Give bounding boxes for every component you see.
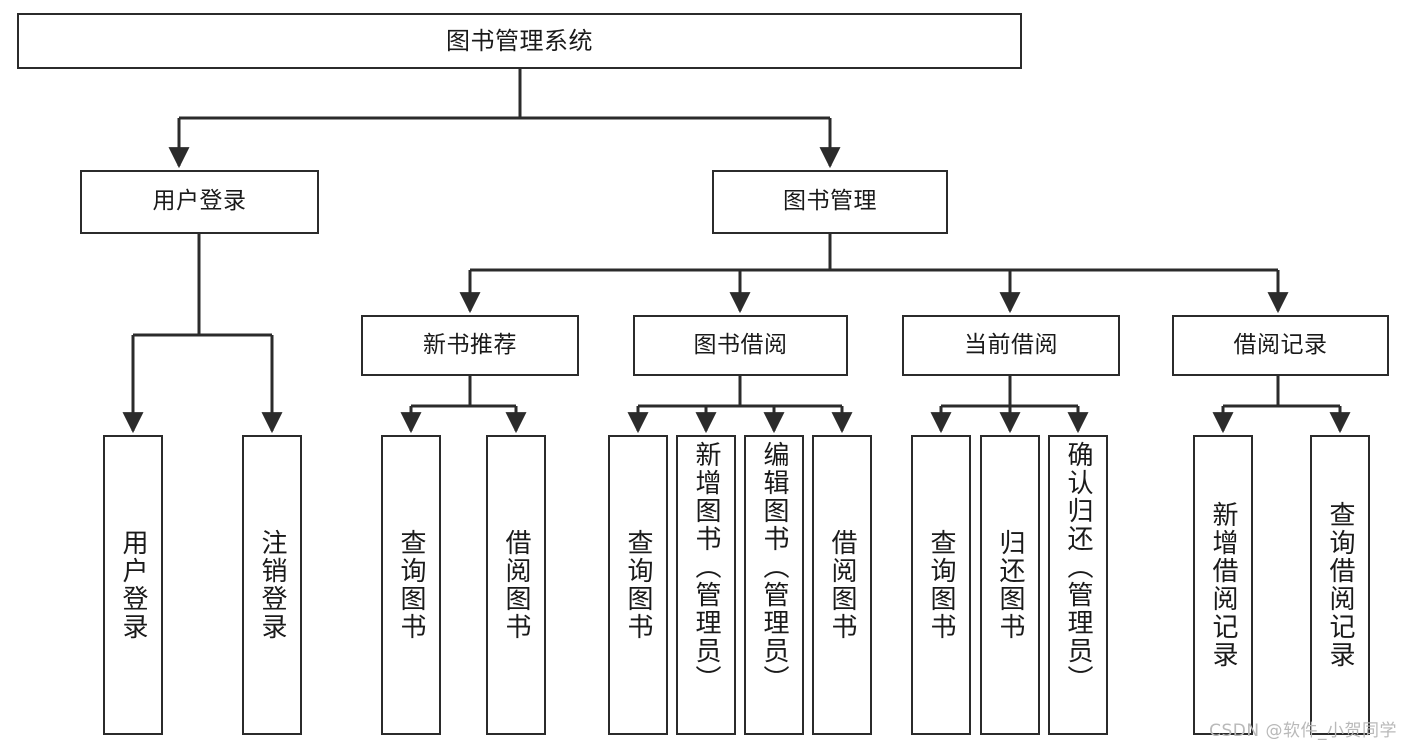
node-leaf-query-book-3-label: 查询图书 [926, 529, 956, 641]
node-leaf-return-book[interactable]: 归还图书 [980, 435, 1040, 735]
node-borrow-record[interactable]: 借阅记录 [1172, 315, 1389, 376]
node-new-book-rec-label: 新书推荐 [423, 331, 517, 358]
node-book-borrow-label: 图书借阅 [693, 331, 788, 358]
node-root-label: 图书管理系统 [446, 26, 593, 55]
node-leaf-query-book-3[interactable]: 查询图书 [911, 435, 971, 735]
node-leaf-confirm-return-label: 确认归还（管理员） [1063, 441, 1093, 693]
node-leaf-query-record[interactable]: 查询借阅记录 [1310, 435, 1370, 735]
node-book-manage[interactable]: 图书管理 [712, 170, 948, 234]
node-user-login[interactable]: 用户登录 [80, 170, 319, 234]
node-root[interactable]: 图书管理系统 [17, 13, 1022, 69]
node-leaf-borrow-book-1[interactable]: 借阅图书 [486, 435, 546, 735]
node-leaf-logout[interactable]: 注销登录 [242, 435, 302, 735]
node-leaf-borrow-book-2-label: 借阅图书 [827, 529, 857, 641]
node-borrow-record-label: 借阅记录 [1233, 331, 1328, 358]
node-leaf-query-book-2[interactable]: 查询图书 [608, 435, 668, 735]
node-leaf-add-record-label: 新增借阅记录 [1208, 501, 1238, 669]
node-leaf-edit-book[interactable]: 编辑图书（管理员） [744, 435, 804, 735]
node-leaf-user-login[interactable]: 用户登录 [103, 435, 163, 735]
node-leaf-add-record[interactable]: 新增借阅记录 [1193, 435, 1253, 735]
node-leaf-query-book-2-label: 查询图书 [623, 529, 653, 641]
node-leaf-query-book-1[interactable]: 查询图书 [381, 435, 441, 735]
node-leaf-logout-label: 注销登录 [257, 529, 287, 641]
node-user-login-label: 用户登录 [152, 188, 247, 215]
node-current-borrow[interactable]: 当前借阅 [902, 315, 1120, 376]
node-leaf-add-book-label: 新增图书（管理员） [691, 441, 721, 693]
node-leaf-edit-book-label: 编辑图书（管理员） [759, 441, 789, 693]
node-leaf-confirm-return[interactable]: 确认归还（管理员） [1048, 435, 1108, 735]
watermark-text: CSDN @软件_小贺同学 [1209, 721, 1397, 741]
node-leaf-borrow-book-1-label: 借阅图书 [501, 529, 531, 641]
node-leaf-query-record-label: 查询借阅记录 [1325, 501, 1355, 669]
node-leaf-borrow-book-2[interactable]: 借阅图书 [812, 435, 872, 735]
node-leaf-add-book[interactable]: 新增图书（管理员） [676, 435, 736, 735]
node-book-manage-label: 图书管理 [783, 188, 877, 215]
node-new-book-rec[interactable]: 新书推荐 [361, 315, 579, 376]
node-book-borrow[interactable]: 图书借阅 [633, 315, 848, 376]
node-leaf-return-book-label: 归还图书 [995, 529, 1025, 641]
node-current-borrow-label: 当前借阅 [964, 331, 1058, 358]
node-leaf-query-book-1-label: 查询图书 [396, 529, 426, 641]
node-leaf-user-login-label: 用户登录 [118, 529, 148, 641]
